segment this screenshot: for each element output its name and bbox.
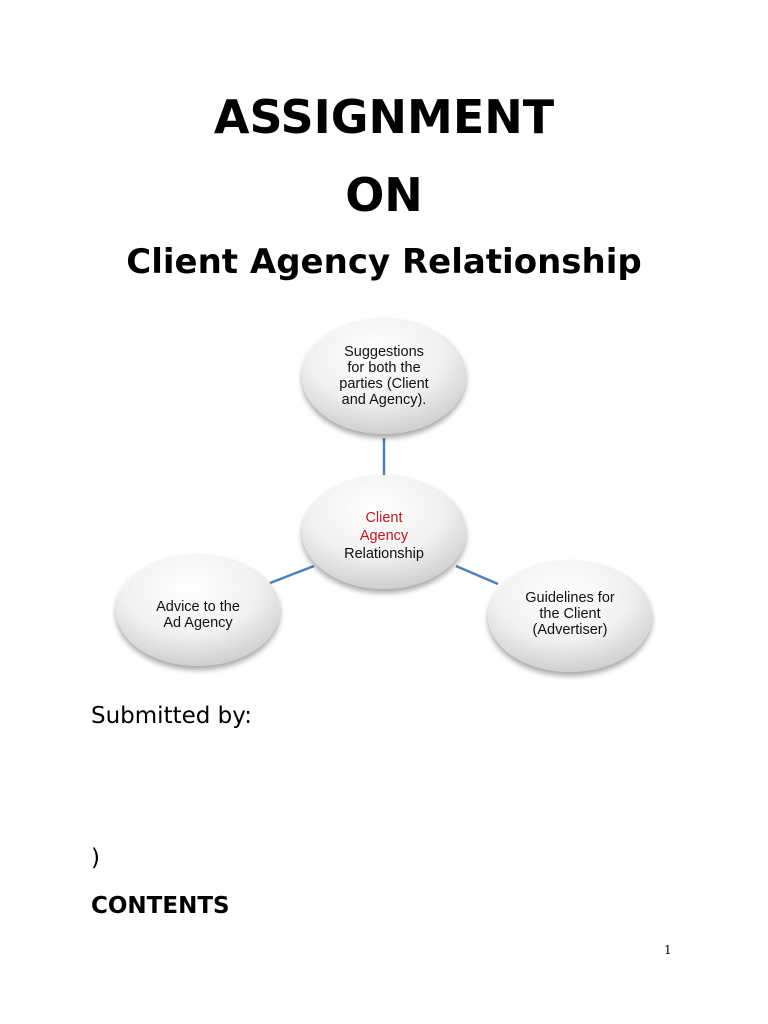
page-number: 1 bbox=[664, 943, 672, 957]
node-left-line1: Advice to the bbox=[156, 599, 240, 615]
title-on: ON bbox=[345, 168, 423, 222]
node-left-line2: Ad Agency bbox=[163, 615, 233, 631]
node-right-line1: Guidelines for bbox=[525, 590, 615, 606]
node-center-line2: Agency bbox=[360, 528, 409, 544]
node-left-advice: Advice to the Ad Agency bbox=[116, 554, 280, 666]
contents-heading: CONTENTS bbox=[91, 893, 230, 919]
node-center-line1: Client bbox=[365, 510, 402, 526]
relationship-diagram: Suggestions for both the parties (Client… bbox=[110, 310, 660, 680]
node-right-guidelines: Guidelines for the Client (Advertiser) bbox=[488, 560, 652, 672]
node-right-line2: the Client bbox=[539, 606, 600, 622]
stray-parenthesis: ) bbox=[91, 845, 100, 871]
node-top-line4: and Agency). bbox=[342, 392, 427, 408]
connector-right bbox=[455, 564, 499, 586]
node-top-line3: parties (Client bbox=[339, 376, 428, 392]
title-assignment: ASSIGNMENT bbox=[213, 90, 555, 144]
node-top-line1: Suggestions bbox=[344, 344, 424, 360]
document-subtitle: Client Agency Relationship bbox=[126, 242, 642, 282]
node-top-line2: for both the bbox=[347, 360, 420, 376]
node-center-relationship: Client Agency Relationship bbox=[302, 475, 466, 589]
node-right-line3: (Advertiser) bbox=[533, 622, 608, 638]
node-top-suggestions: Suggestions for both the parties (Client… bbox=[302, 318, 466, 434]
connector-left bbox=[269, 564, 315, 585]
submitted-by-label: Submitted by: bbox=[91, 703, 252, 729]
node-center-line3: Relationship bbox=[344, 546, 424, 562]
